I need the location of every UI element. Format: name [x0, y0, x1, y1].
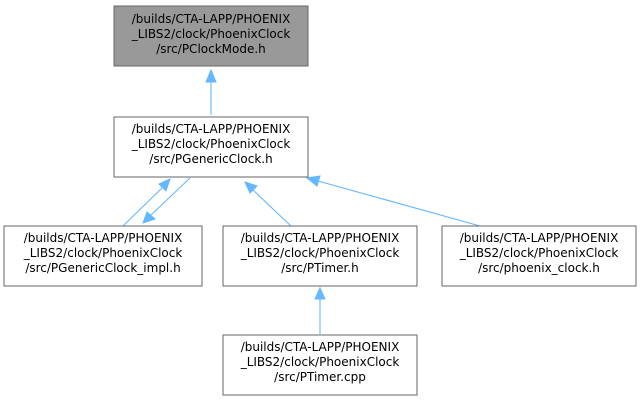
- node-label-line: /src/phoenix_clock.h: [478, 261, 600, 275]
- node-label-line: /builds/CTA-LAPP/PHOENIX: [132, 122, 291, 136]
- edge-pgenericclock-impl-to-pgenericclock: [122, 178, 171, 227]
- edge-ptimer-h-to-pgenericclock: [244, 181, 292, 227]
- graph-nodes: /builds/CTA-LAPP/PHOENIX _LIBS2/clock/Ph…: [3, 5, 637, 396]
- node-ptimer-cpp[interactable]: /builds/CTA-LAPP/PHOENIX _LIBS2/clock/Ph…: [222, 334, 418, 396]
- node-label-line: /builds/CTA-LAPP/PHOENIX: [460, 231, 619, 245]
- node-label-line: /src/PTimer.h: [281, 261, 358, 275]
- node-pgenericclock-h[interactable]: /builds/CTA-LAPP/PHOENIX _LIBS2/clock/Ph…: [113, 116, 309, 178]
- node-label-line: _LIBS2/clock/PhoenixClock: [240, 355, 400, 369]
- node-ptimer-h[interactable]: /builds/CTA-LAPP/PHOENIX _LIBS2/clock/Ph…: [222, 225, 418, 287]
- node-label-line: _LIBS2/clock/PhoenixClock: [131, 27, 291, 41]
- node-label-line: /builds/CTA-LAPP/PHOENIX: [241, 340, 400, 354]
- graph-edges: [122, 68, 481, 334]
- edge-pgenericclock-to-pclockmode: [205, 68, 217, 115]
- node-label-line: /src/PGenericClock.h: [149, 152, 272, 166]
- node-label-line: _LIBS2/clock/PhoenixClock: [240, 246, 400, 260]
- node-label-line: _LIBS2/clock/PhoenixClock: [23, 246, 183, 260]
- node-label-line: /src/PClockMode.h: [156, 42, 266, 56]
- node-label-line: _LIBS2/clock/PhoenixClock: [459, 246, 619, 260]
- node-label-line: /builds/CTA-LAPP/PHOENIX: [241, 231, 400, 245]
- node-pclockmode-h[interactable]: /builds/CTA-LAPP/PHOENIX _LIBS2/clock/Ph…: [113, 5, 309, 67]
- node-label-line: /src/PGenericClock_impl.h: [25, 261, 180, 275]
- node-label-line: /builds/CTA-LAPP/PHOENIX: [24, 231, 183, 245]
- edge-ptimer-cpp-to-ptimer-h: [314, 286, 326, 334]
- node-label-line: _LIBS2/clock/PhoenixClock: [131, 137, 291, 151]
- node-pgenericclock-impl-h[interactable]: /builds/CTA-LAPP/PHOENIX _LIBS2/clock/Ph…: [3, 225, 203, 287]
- edge-phoenix-clock-to-pgenericclock: [305, 175, 481, 227]
- node-label-line: /src/PTimer.cpp: [274, 370, 366, 384]
- node-label-line: /builds/CTA-LAPP/PHOENIX: [132, 12, 291, 26]
- edge-pgenericclock-to-pgenericclock-impl: [142, 177, 191, 224]
- node-phoenix-clock-h[interactable]: /builds/CTA-LAPP/PHOENIX _LIBS2/clock/Ph…: [441, 225, 637, 287]
